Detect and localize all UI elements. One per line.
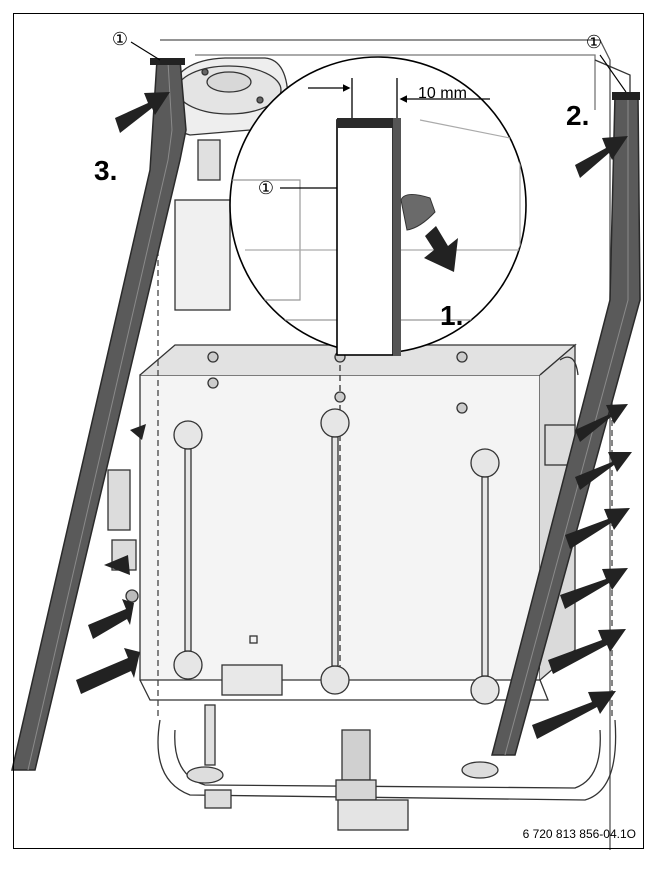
push-arrow-step-3 — [115, 92, 170, 133]
figure-border — [13, 13, 644, 849]
step-1-label: 1. — [440, 300, 463, 331]
peel-arrow — [424, 226, 458, 272]
push-arrows — [76, 92, 632, 739]
push-arrow-step-2 — [575, 136, 628, 178]
callout-1-detail: ① — [258, 178, 274, 198]
step-2-label: 2. — [566, 100, 589, 131]
step-3-label: 3. — [94, 155, 117, 186]
figure-reference-code: 6 720 813 856-04.1O — [523, 827, 636, 841]
insulation-strip-left — [11, 58, 187, 771]
callout-1-top-right: ① — [586, 32, 602, 52]
insulation-strip-right — [491, 92, 641, 756]
peel-backing-foil — [400, 194, 436, 231]
callouts: ① ① ① — [112, 29, 627, 198]
dimension-label: 10 mm — [418, 85, 467, 102]
callout-1-top-left: ① — [112, 29, 128, 49]
detail-magnifier-circle — [229, 56, 527, 356]
